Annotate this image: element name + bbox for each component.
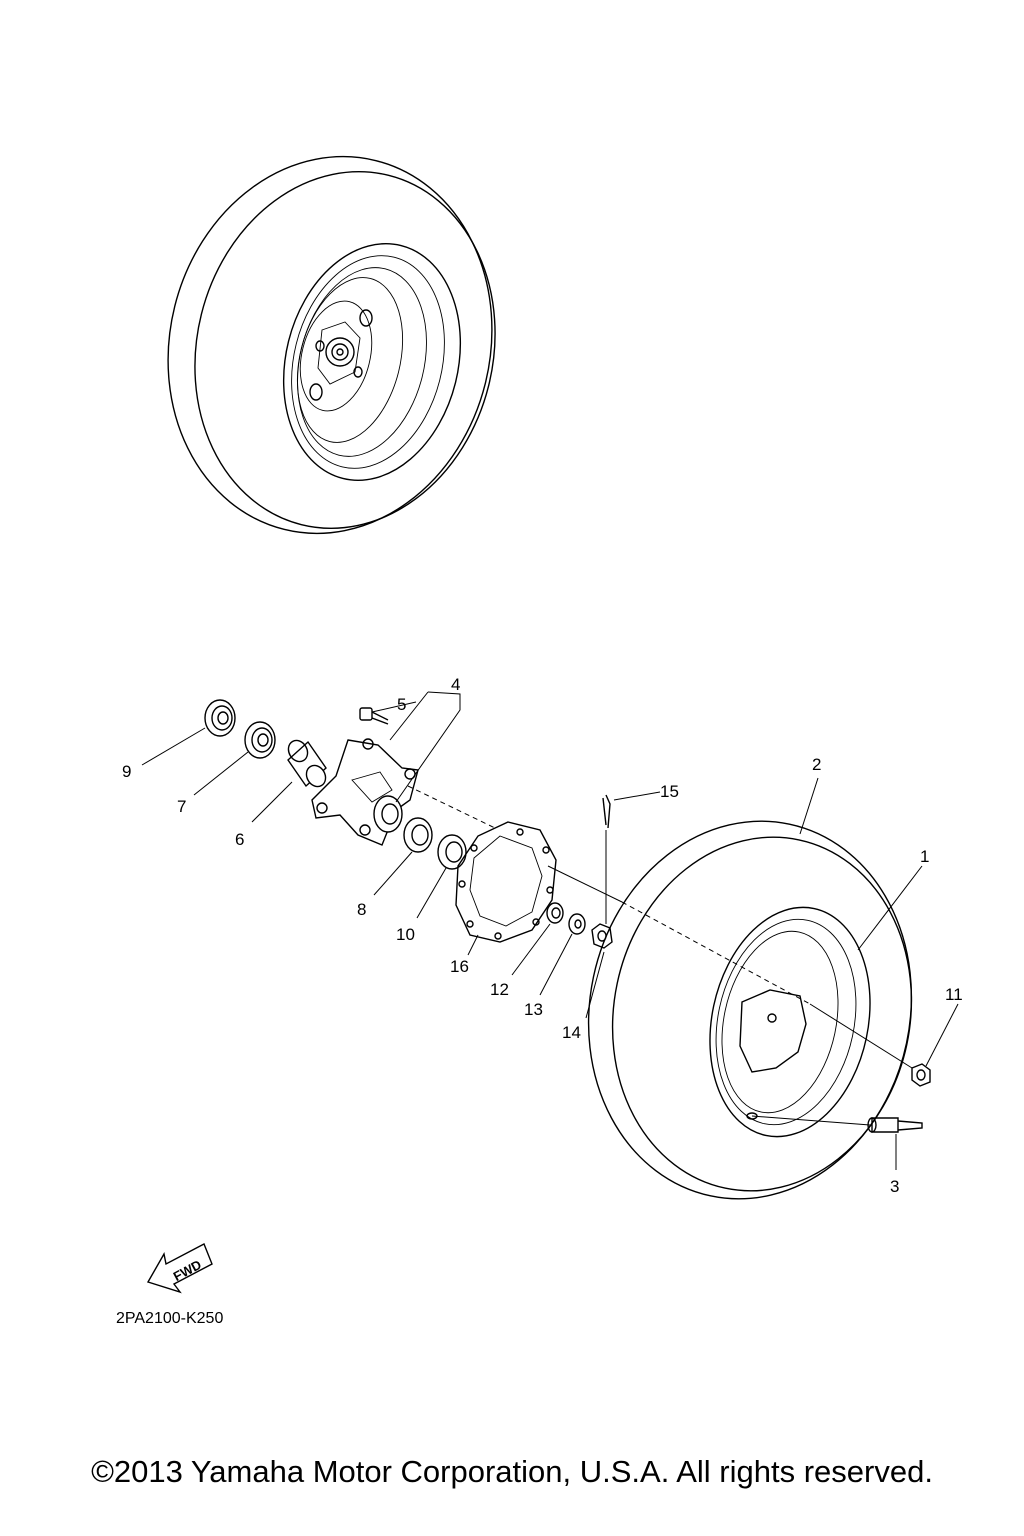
copyright-notice: ©2013 Yamaha Motor Corporation, U.S.A. A… bbox=[91, 1454, 933, 1489]
part-15-cotter-pin-illustration bbox=[602, 794, 611, 829]
callout-9: 9 bbox=[122, 762, 131, 781]
part-5-bolt-illustration bbox=[359, 707, 389, 725]
callout-labels: 1 2 3 4 5 6 7 8 9 10 11 12 13 14 15 16 bbox=[122, 675, 963, 1196]
callout-10: 10 bbox=[396, 925, 415, 944]
callout-3: 3 bbox=[890, 1177, 899, 1196]
part-3-valve-illustration bbox=[867, 1117, 923, 1133]
fwd-label: FWD bbox=[171, 1257, 204, 1284]
part-4-hub-illustration bbox=[311, 738, 419, 846]
exploded-components bbox=[204, 699, 931, 1200]
assembled-wheel-illustration bbox=[167, 155, 496, 535]
part-7-bearing-illustration bbox=[244, 721, 276, 759]
callout-16: 16 bbox=[450, 957, 469, 976]
leader-lines bbox=[141, 691, 959, 1170]
callout-11: 11 bbox=[945, 985, 963, 1004]
callout-14: 14 bbox=[562, 1023, 581, 1042]
callout-15: 15 bbox=[660, 782, 679, 801]
part-10-seal-illustration bbox=[437, 834, 467, 870]
catalog-code: 2PA2100-K250 bbox=[116, 1310, 223, 1327]
part-14-nut-illustration bbox=[591, 923, 613, 949]
callout-5: 5 bbox=[397, 695, 406, 714]
callout-12: 12 bbox=[490, 980, 509, 999]
callout-6: 6 bbox=[235, 830, 244, 849]
callout-7: 7 bbox=[177, 797, 186, 816]
fwd-arrow-icon: FWD bbox=[146, 1243, 213, 1294]
callout-8: 8 bbox=[357, 900, 366, 919]
callout-13: 13 bbox=[524, 1000, 543, 1019]
part-11-nut-illustration bbox=[911, 1063, 931, 1087]
part-6-spacer-illustration bbox=[287, 739, 327, 788]
callout-1: 1 bbox=[920, 847, 929, 866]
callout-2: 2 bbox=[812, 755, 821, 774]
part-13-washer-illustration bbox=[568, 913, 586, 935]
part-16-brake-disc-illustration bbox=[455, 821, 557, 943]
part-1-2-wheel-tire-illustration bbox=[587, 820, 913, 1200]
part-8-seal-illustration bbox=[403, 817, 433, 853]
part-12-collar-illustration bbox=[546, 902, 564, 924]
callout-4: 4 bbox=[451, 675, 460, 694]
part-9-bearing-illustration bbox=[204, 699, 236, 737]
